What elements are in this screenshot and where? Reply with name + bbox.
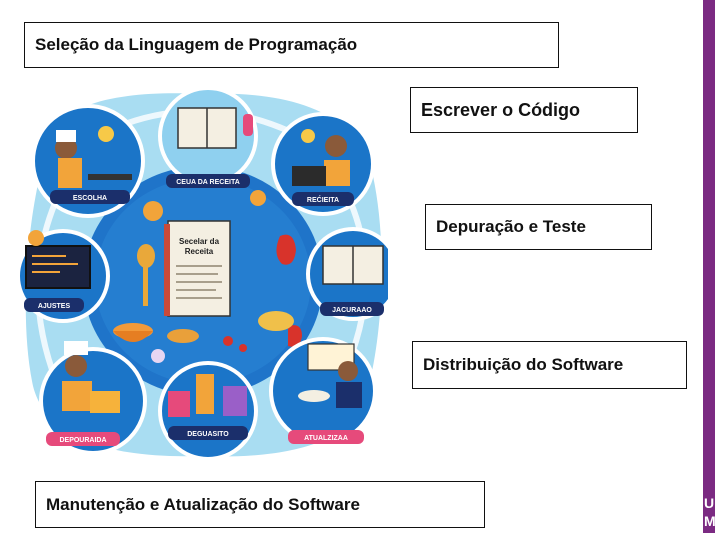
step-scene-receita: REĆIEITA — [271, 112, 375, 216]
step-label-distribution: Distribuição do Software — [423, 355, 624, 374]
cooking-coding-illustration: Secelar da Receita ESCOLHA CEUA DA — [18, 86, 388, 461]
step-scene-depouraida: DEPOURAIDA — [39, 341, 147, 455]
step-label-write-code: Escrever o Código — [421, 99, 581, 120]
label-atualzizaa: ATUALZIZAA — [304, 435, 348, 442]
step-box-write-code: Escrever o Código — [410, 87, 638, 133]
step-box-language-selection: Seleção da Linguagem de Programação — [24, 22, 559, 68]
pepper-icon — [276, 234, 296, 265]
step-scene-atualzizaa: ATUALZIZAA — [269, 337, 377, 445]
step-label-language-selection: Seleção da Linguagem de Programação — [35, 35, 358, 54]
label-jacuraao: JACURAAO — [332, 307, 372, 314]
label-ceua: CEUA DA RECEITA — [176, 179, 240, 186]
label-receita: REĆIEITA — [307, 195, 339, 204]
step-scene-jacuraao: JACURAAO — [306, 227, 388, 321]
recipe-book: Secelar da Receita — [164, 220, 231, 317]
sun-gear-icon — [143, 201, 163, 221]
step-label-debug-test: Depuração e Teste — [436, 217, 586, 236]
step-label-maintenance: Manutenção e Atualização do Software — [46, 494, 360, 514]
step-box-distribution: Distribuição do Software — [412, 341, 687, 389]
bread-icon — [167, 329, 199, 343]
label-ajustes: AJUSTES — [38, 303, 71, 310]
step-scene-ceua: CEUA DA RECEITA — [158, 86, 258, 188]
spoon-icon — [137, 244, 155, 268]
book-title-line1: Secelar da — [179, 237, 220, 246]
step-scene-escolha: ESCOLHA — [31, 104, 145, 218]
label-escolha: ESCOLHA — [73, 195, 107, 202]
book-title-line2: Receita — [185, 247, 214, 256]
step-scene-deguasito: DEGUASITO — [158, 361, 258, 461]
step-box-maintenance: Manutenção e Atualização do Software — [35, 481, 485, 528]
step-scene-ajustes: AJUSTES — [18, 229, 110, 323]
label-depouraida: DEPOURAIDA — [59, 437, 106, 444]
brand-sidebar — [703, 0, 715, 533]
label-deguasito: DEGUASITO — [187, 431, 229, 438]
step-box-debug-test: Depuração e Teste — [425, 204, 652, 250]
